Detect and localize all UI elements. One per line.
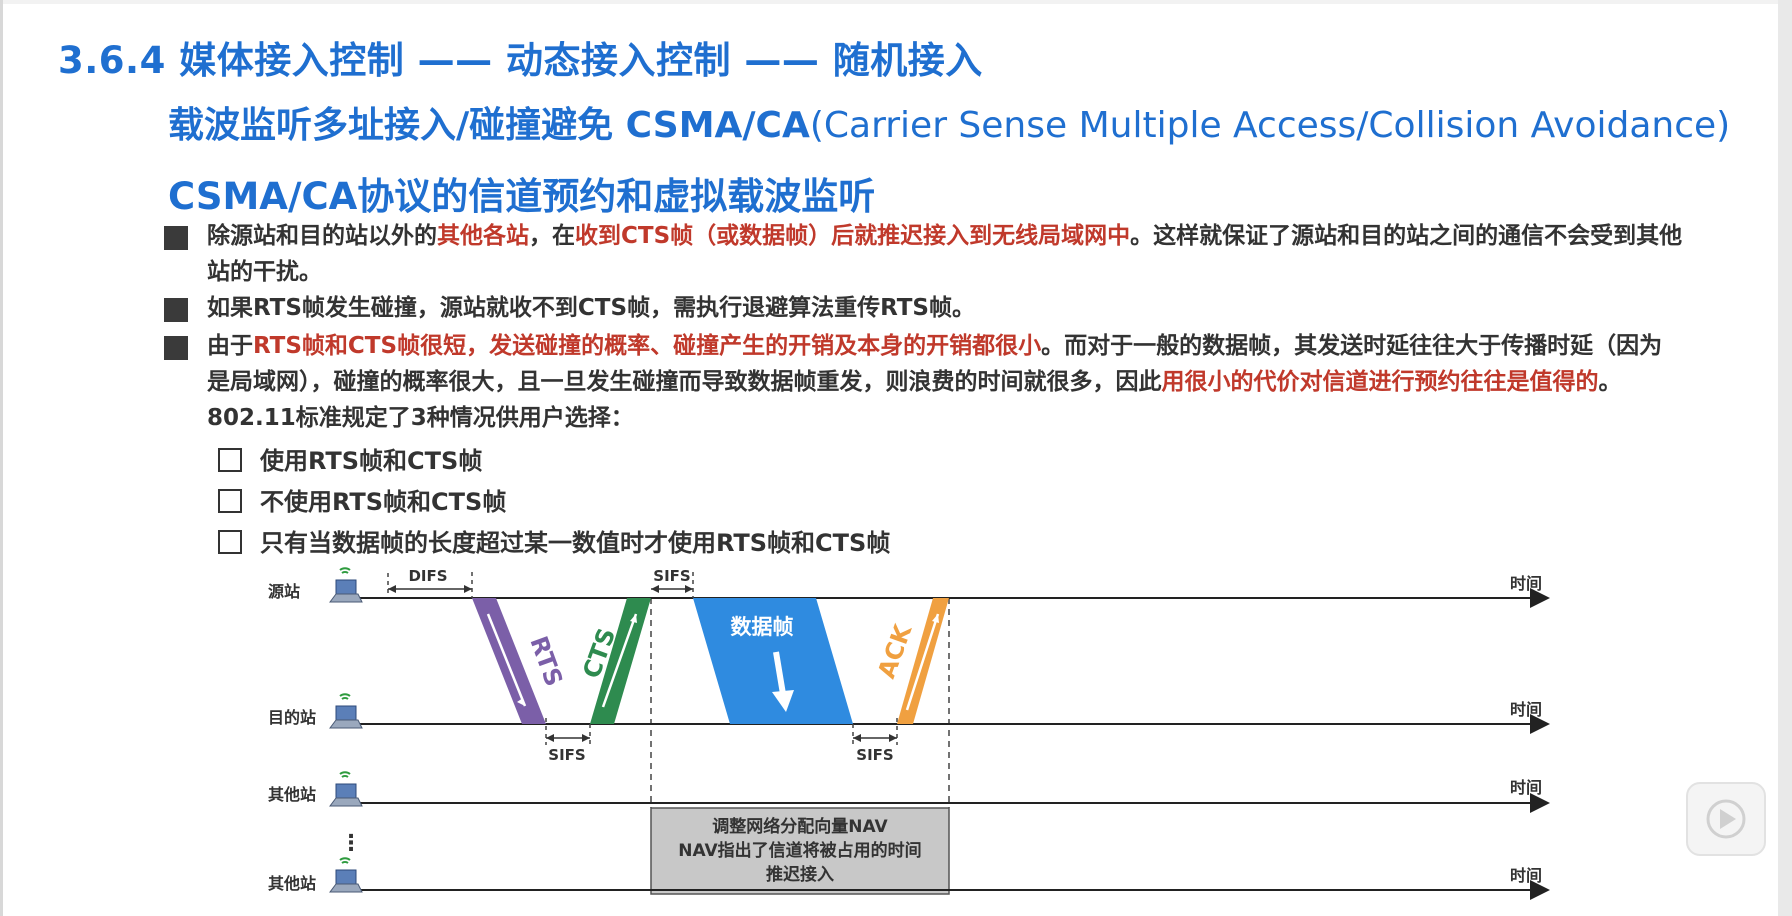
play-icon — [1706, 799, 1746, 839]
data-frame — [693, 598, 853, 724]
time-label: 时间 — [1510, 700, 1542, 719]
protocol-title-main: 载波监听多址接入/碰撞避免 CSMA/CA — [168, 105, 810, 146]
option-label: 只有当数据帧的长度超过某一数值时才使用RTS帧和CTS帧 — [260, 529, 891, 557]
time-label: 时间 — [1510, 866, 1542, 885]
sifs-label: SIFS — [856, 746, 893, 764]
data-frame-label: 数据帧 — [731, 615, 794, 639]
time-label: 时间 — [1510, 574, 1542, 593]
station-label-other: 其他站 — [268, 874, 316, 893]
station-label-destination: 目的站 — [268, 708, 316, 727]
bullet-text: 如果RTS帧发生碰撞，源站就收不到CTS帧，需执行退避算法重传RTS帧。 — [207, 290, 1684, 326]
highlighted-text: 其他各站 — [437, 223, 529, 249]
option-label: 使用RTS帧和CTS帧 — [260, 447, 483, 475]
bullet-text-segment: 如果RTS帧发生碰撞，源站就收不到CTS帧，需执行退避算法重传RTS帧。 — [207, 295, 975, 321]
highlighted-text: 用很小的代价对信道进行预约往往是值得的 — [1161, 369, 1599, 395]
bullet-square-icon — [164, 226, 188, 250]
slide-right-border — [1778, 0, 1792, 916]
bullet-item: 由于RTS帧和CTS帧很短，发送碰撞的概率、碰撞产生的开销及本身的开销都很小。而… — [164, 328, 1684, 436]
bullet-text-segment: 。这样就保证了源站和目的站之间的通信不会受到其他站的干扰。 — [207, 223, 1683, 285]
checkbox-icon — [218, 448, 242, 472]
protocol-title: 载波监听多址接入/碰撞避免 CSMA/CA(Carrier Sense Mult… — [168, 96, 1730, 148]
laptop-wifi-icon — [329, 857, 363, 893]
sifs-label: SIFS — [548, 746, 585, 764]
rts-frame — [472, 598, 546, 724]
bullet-text-segment: ，在 — [529, 223, 575, 249]
ack-direction-arrowhead — [932, 614, 939, 623]
topic-title: CSMA/CA协议的信道预约和虚拟载波监听 — [168, 175, 876, 218]
rts-direction-arrow — [486, 613, 527, 707]
option-item: 只有当数据帧的长度超过某一数值时才使用RTS帧和CTS帧 — [218, 523, 890, 558]
cts-direction-arrowhead — [630, 614, 637, 623]
bullet-square-icon — [164, 298, 188, 322]
nav-text: 调整网络分配向量NAV — [712, 816, 888, 837]
rts-direction-arrowhead — [517, 698, 525, 706]
bullet-item: 如果RTS帧发生碰撞，源站就收不到CTS帧，需执行退避算法重传RTS帧。 — [164, 290, 1684, 326]
laptop-wifi-icon — [329, 567, 363, 603]
ellipsis-dots: ⋮ — [340, 831, 362, 856]
section-title: 3.6.4 媒体接入控制 —— 动态接入控制 —— 随机接入 — [58, 39, 983, 82]
laptop-wifi-icon — [329, 693, 363, 729]
difs-label: DIFS — [408, 567, 447, 585]
data-direction-arrowhead — [772, 690, 794, 712]
bullet-text-segment: 。802.11标准规定了3种情况供用户选择： — [207, 369, 1622, 431]
slide-left-border — [0, 0, 3, 916]
sifs-label: SIFS — [653, 567, 690, 585]
bullet-item: 除源站和目的站以外的其他各站，在收到CTS帧（或数据帧）后就推迟接入到无线局域网… — [164, 218, 1684, 290]
ack-direction-arrow — [905, 613, 940, 711]
station-label-other: 其他站 — [268, 785, 316, 804]
protocol-title-expansion: (Carrier Sense Multiple Access/Collision… — [809, 105, 1731, 146]
top-edge — [0, 0, 1792, 4]
cts-direction-arrow — [601, 613, 638, 708]
bullet-square-icon — [164, 336, 188, 360]
laptop-wifi-icon — [329, 771, 363, 807]
station-label-source: 源站 — [268, 582, 300, 601]
option-item: 使用RTS帧和CTS帧 — [218, 441, 482, 476]
bullet-text: 除源站和目的站以外的其他各站，在收到CTS帧（或数据帧）后就推迟接入到无线局域网… — [207, 218, 1684, 290]
highlighted-text: 收到CTS帧（或数据帧）后就推迟接入到无线局域网中 — [575, 223, 1131, 249]
rts-label: RTS — [524, 632, 568, 690]
play-button[interactable] — [1686, 782, 1766, 856]
option-label: 不使用RTS帧和CTS帧 — [260, 488, 507, 516]
nav-text: NAV指出了信道将被占用的时间 — [678, 840, 921, 861]
bullet-text-segment: 由于 — [207, 333, 253, 359]
nav-text: 推迟接入 — [766, 864, 834, 885]
nav-box — [650, 807, 950, 895]
bullet-text: 由于RTS帧和CTS帧很短，发送碰撞的概率、碰撞产生的开销及本身的开销都很小。而… — [207, 328, 1684, 436]
bullet-text-segment: 。而对于一般的数据帧，其发送时延往往大于传播时延（因为是局域网），碰撞的概率很大… — [207, 333, 1663, 395]
time-label: 时间 — [1510, 778, 1542, 797]
highlighted-text: RTS帧和CTS帧很短，发送碰撞的概率、碰撞产生的开销及本身的开销都很小 — [253, 333, 1042, 359]
option-item: 不使用RTS帧和CTS帧 — [218, 482, 506, 517]
bullet-text-segment: 除源站和目的站以外的 — [207, 223, 437, 249]
ack-label: ACK — [872, 620, 918, 682]
checkbox-icon — [218, 530, 242, 554]
checkbox-icon — [218, 489, 242, 513]
